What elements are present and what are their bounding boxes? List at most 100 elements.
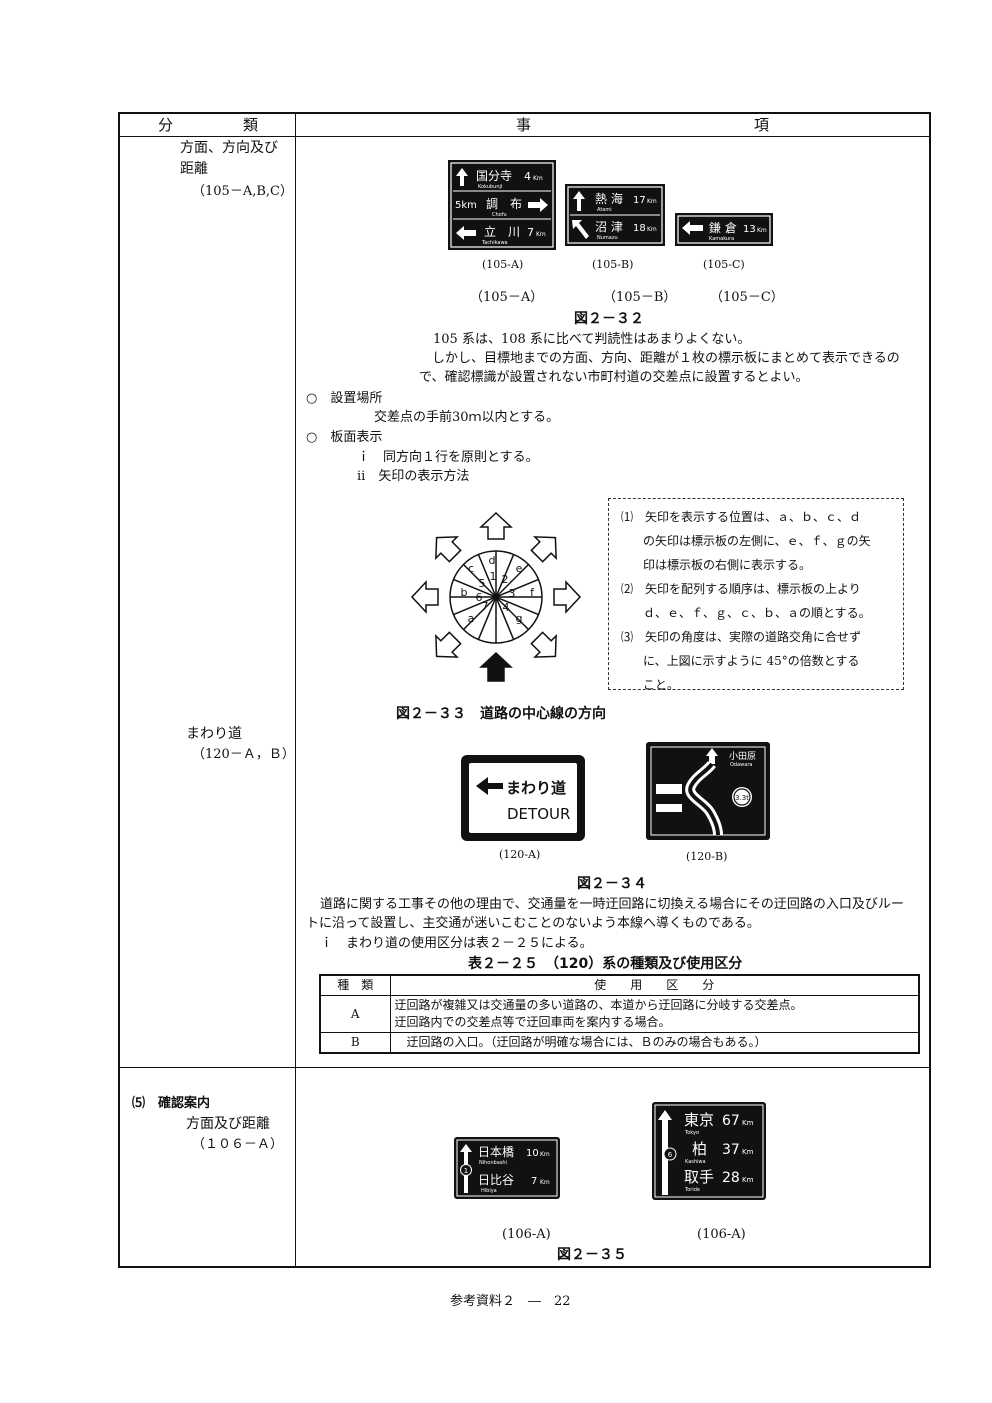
svg-text:5: 5: [479, 577, 486, 590]
route-1-marker: 1: [464, 1167, 468, 1175]
sign-105-c: 鎌 倉 13 Km Kamakura: [675, 213, 773, 246]
category-120: まわり道: [186, 726, 242, 742]
sign-106-1-roman-2: Hibiya: [481, 1188, 497, 1194]
category-120-code: （120－Ａ，Ｂ）: [192, 747, 295, 762]
table-cell-type: B: [319, 1032, 391, 1054]
sec105-text-2: しかし、目標地までの方面、方向、距離が１枚の標示板にまとめて表示できるの: [432, 351, 900, 366]
usage-line: 迂回路が複雑又は交通量の多い道路の、本道から迂回路に分岐する交差点。: [394, 998, 803, 1012]
note-line: 印は標示板の右側に表示する。: [643, 558, 812, 572]
svg-text:b: b: [461, 586, 468, 599]
img-caption-105c: (105-C): [703, 258, 745, 271]
note-line: ⑶ 矢印の角度は、実際の道路交角に合せず: [621, 630, 862, 644]
route-6-marker: 6: [668, 1151, 673, 1159]
svg-text:e: e: [516, 562, 523, 575]
category-105-line2: 距離: [180, 161, 208, 177]
note-line: ⑵ 矢印を配列する順序は、標示板の上より: [621, 582, 861, 596]
column-divider: [295, 112, 296, 1268]
header-category: 分 類: [158, 116, 261, 134]
sign-120a-jp: まわり道: [506, 779, 566, 797]
sign-106-1-km-2: Km: [540, 1179, 550, 1186]
sign-106-a-2: 6 東京 67 Km Tokyo 柏 37 Km Kashiwa 取手 28 K…: [652, 1102, 766, 1200]
sign-105b-roman-1: Atami: [597, 207, 612, 213]
page-footer: 参考資料２ ― 22: [450, 1294, 571, 1309]
sign-105a-name-2: 調 布: [486, 197, 522, 211]
placement-heading: ○ 設置場所: [306, 391, 383, 406]
sign-106-2-roman-3: Toride: [684, 1187, 700, 1193]
sign-105a-dist-2: 5km: [455, 200, 477, 211]
sign-120-b: 小田原 Odawara 3.3t: [646, 742, 770, 840]
sign-106-2-roman-2: Kashiwa: [685, 1159, 706, 1165]
sign-105a-name-3: 立 川: [484, 224, 520, 239]
table-cell-type: A: [319, 995, 391, 1033]
sign-106-2-name-2: 柏: [692, 1140, 707, 1158]
sign-105a-dist-3: 7: [527, 226, 534, 239]
sign-105c-km: Km: [757, 227, 767, 234]
arrow-right-icon: [528, 198, 548, 212]
arrow-left-icon: [682, 221, 703, 235]
sign-105b-km-2: Km: [647, 226, 657, 233]
arrow-notes-box: ⑴ 矢印を表示する位置は、ａ、ｂ、ｃ、ｄ の矢印は標示板の左側に、ｅ、ｆ、ｇの矢…: [608, 498, 904, 692]
sign-105b-name-2: 沼 津: [595, 220, 623, 234]
category-105-code: （105－A,B,C）: [192, 184, 293, 199]
caption-105c: （105－C）: [710, 290, 784, 305]
sign-105c-dist: 13: [743, 224, 756, 235]
svg-text:4: 4: [503, 601, 510, 614]
sec120-text-1: 道路に関する工事その他の理由で、交通量を一時迂回路に切換える場合にその迂回路の入…: [320, 897, 904, 912]
sign-106-2-roman-1: Tokyo: [684, 1130, 699, 1136]
arrow-left-icon: [476, 777, 503, 795]
figure-2-35-title: 図２－３５: [557, 1247, 627, 1263]
category-106-code: （１０６－Ａ）: [192, 1137, 284, 1152]
svg-text:7: 7: [482, 600, 489, 613]
usage-table: 種 類 使 用 区 分 A 迂回路が複雑又は交通量の多い道路の、本道から迂回路に…: [319, 974, 920, 1054]
sign-106-2-km-3: Km: [742, 1176, 754, 1184]
arrow-up-left-icon: [572, 220, 589, 239]
board-rule-ii: ⅱ 矢印の表示方法: [357, 469, 470, 484]
sign-106-2-km-1: Km: [742, 1119, 754, 1127]
sign-105-b: 熱 海 17 Km Atami 沼 津 18 Km Numazu: [565, 184, 665, 246]
svg-text:f: f: [530, 586, 535, 599]
board-rule-i: ｉ 同方向１行を原則とする。: [357, 450, 539, 465]
sign-105b-dist-1: 17: [633, 195, 646, 206]
img-caption-105a: (105-A): [482, 258, 524, 271]
section-divider: [118, 1067, 931, 1068]
arrow-left-icon: [456, 226, 476, 240]
table-2-25-title: 表２－２５ （120）系の種類及び使用区分: [468, 956, 743, 972]
sign-106-2-name-3: 取手: [684, 1168, 714, 1186]
sign-106-1-dist-1: 10: [526, 1148, 539, 1159]
note-line: こと。: [643, 678, 680, 692]
placement-text: 交差点の手前30ｍ以内とする。: [374, 410, 560, 425]
sign-106-2-dist-3: 28: [722, 1170, 740, 1186]
sign-106-1-km-1: Km: [540, 1151, 550, 1158]
sign-105b-name-1: 熱 海: [595, 191, 623, 206]
sign-106-2-km-2: Km: [742, 1148, 754, 1156]
sign-120b-roman: Odawara: [730, 762, 752, 768]
sign-105b-dist-2: 18: [633, 223, 646, 234]
sign-106-1-name-2: 日比谷: [478, 1173, 514, 1187]
table-row: B 迂回路の入口。（迂回路が明確な場合には、Ｂのみの場合もある。）: [319, 1032, 920, 1054]
caption-106a-2: (106-A): [697, 1227, 746, 1242]
svg-text:d: d: [489, 554, 496, 567]
table-row: 種 類 使 用 区 分: [319, 974, 920, 996]
caption-106a-1: (106-A): [502, 1227, 551, 1242]
sign-105a-km-3: Km: [536, 231, 546, 238]
sign-120b-dest: 小田原: [729, 751, 756, 762]
sign-105c-roman: Kamakura: [709, 236, 734, 242]
sign-120a-en: DETOUR: [507, 805, 570, 823]
section-5-heading: ⑸ 確認案内: [132, 1096, 211, 1111]
sec105-text-3: で、確認標識が設置されない市町村道の交差点に設置するとよい。: [419, 370, 809, 385]
sign-105a-roman-2: Chofu: [492, 212, 507, 218]
sign-106-1-dist-2: 7: [531, 1176, 537, 1187]
caption-105a: （105－A）: [470, 290, 544, 305]
note-line: ｄ、ｅ、ｆ、ｇ、ｃ、ｂ、ａの順とする。: [643, 606, 871, 620]
table-cell-usage: 迂回路が複雑又は交通量の多い道路の、本道から迂回路に分岐する交差点。 迂回路内で…: [389, 995, 920, 1033]
sign-106-1-roman-1: Nihonbashi: [479, 1160, 507, 1166]
table-frame: [118, 112, 931, 1268]
caption-120a: (120-A): [499, 848, 541, 861]
svg-text:a: a: [468, 612, 475, 625]
sign-106-1-name-1: 日本橋: [478, 1145, 514, 1159]
arrow-direction-diagram: d e f g a b c 1 2 3 4 7 6 5: [410, 512, 582, 682]
figure-2-33-title: 図２－３３ 道路の中心線の方向: [396, 706, 606, 722]
svg-text:2: 2: [502, 573, 509, 586]
header-matter: 事 項: [516, 116, 772, 134]
arrow-up-icon: [573, 191, 585, 211]
